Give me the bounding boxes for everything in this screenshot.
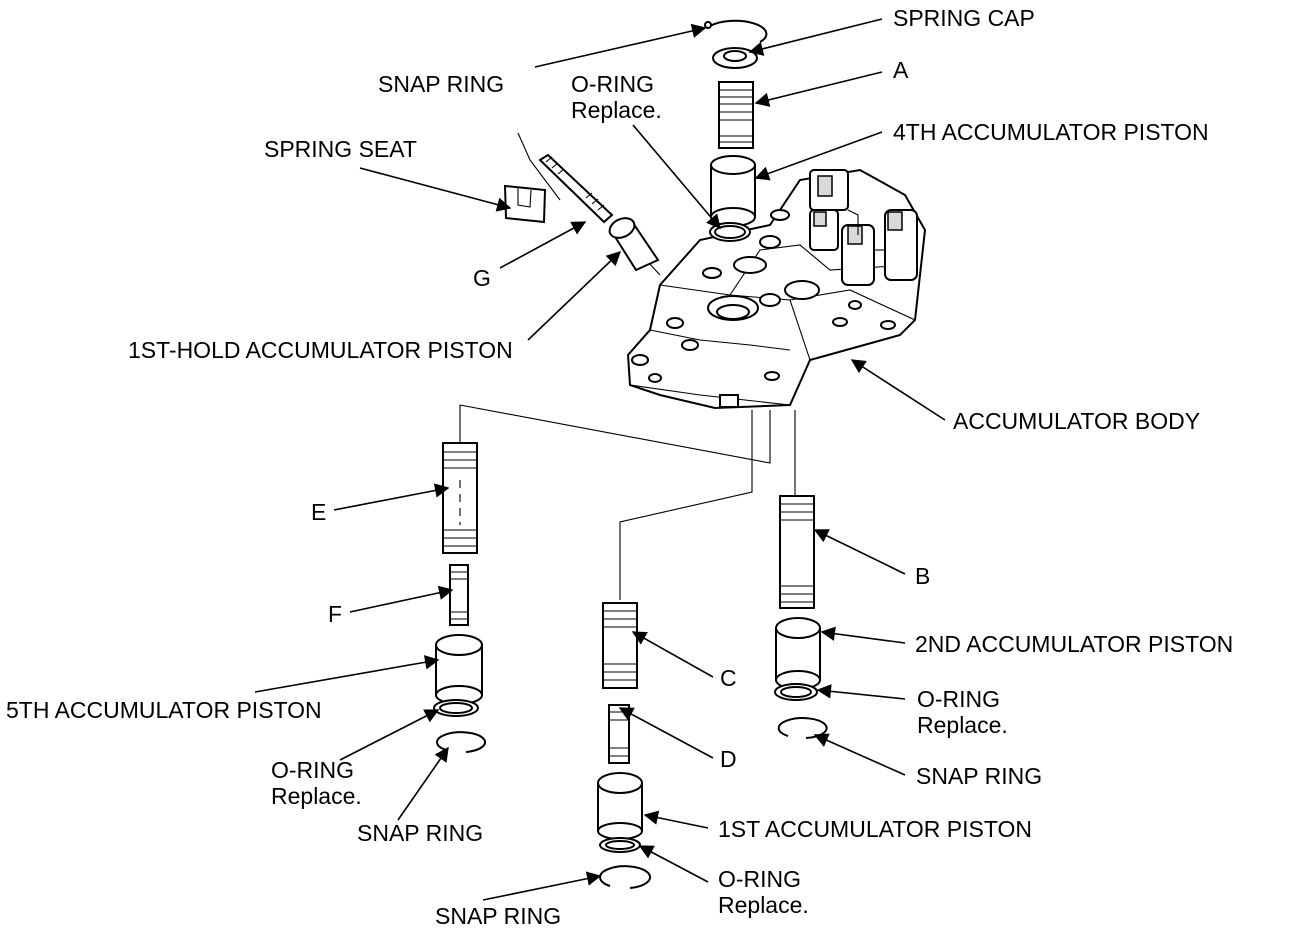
label-o-ring-right: O-RING — [917, 686, 1000, 712]
label-d: D — [720, 746, 737, 772]
label-b: B — [915, 563, 930, 589]
label-o-ring-top-replace: Replace. — [571, 97, 662, 123]
o-ring-right-part — [774, 683, 818, 701]
label-fifth-piston: 5TH ACCUMULATOR PISTON — [6, 697, 322, 723]
spring-b-part — [779, 495, 815, 609]
o-ring-top-part — [709, 222, 751, 242]
label-spring-seat: SPRING SEAT — [264, 136, 417, 162]
spring-cap-part — [712, 47, 758, 69]
snap-ring-right-part — [777, 717, 828, 739]
label-o-ring-bottom-replace: Replace. — [718, 892, 809, 918]
accumulator-body-part — [626, 168, 927, 410]
diagram-labels: SNAP RING SPRING CAP O-RING Replace. A 4… — [6, 5, 1233, 929]
spring-e-part — [442, 442, 478, 554]
label-o-ring-bottom: O-RING — [718, 866, 801, 892]
label-a: A — [893, 57, 909, 83]
snap-ring-bottom-part — [599, 865, 652, 889]
leader-lines — [254, 18, 946, 901]
fifth-piston-part — [435, 634, 483, 705]
label-o-ring-top: O-RING — [571, 71, 654, 97]
label-o-ring-left-replace: Replace. — [271, 783, 362, 809]
label-first-hold-piston: 1ST-HOLD ACCUMULATOR PISTON — [128, 337, 513, 363]
label-accumulator-body: ACCUMULATOR BODY — [953, 408, 1200, 434]
label-snap-ring-right: SNAP RING — [916, 763, 1042, 789]
spring-seat-part — [503, 184, 547, 224]
label-snap-ring-bottom: SNAP RING — [435, 903, 561, 929]
label-o-ring-left: O-RING — [271, 757, 354, 783]
o-ring-bottom-part — [599, 837, 641, 853]
spring-d-part — [608, 704, 630, 764]
label-snap-ring-top: SNAP RING — [378, 71, 504, 97]
label-spring-cap: SPRING CAP — [893, 5, 1035, 31]
spring-c-part — [602, 602, 638, 689]
o-ring-left-part — [433, 699, 479, 717]
label-second-piston: 2ND ACCUMULATOR PISTON — [915, 631, 1233, 657]
label-first-piston: 1ST ACCUMULATOR PISTON — [718, 816, 1032, 842]
first-hold-piston-part — [608, 217, 660, 272]
label-snap-ring-left: SNAP RING — [357, 820, 483, 846]
second-piston-part — [775, 617, 821, 690]
label-g: G — [473, 265, 491, 291]
spring-a-part — [718, 81, 754, 149]
fourth-piston-part — [710, 155, 756, 227]
label-f: F — [328, 601, 342, 627]
label-fourth-piston: 4TH ACCUMULATOR PISTON — [893, 119, 1209, 145]
label-o-ring-right-replace: Replace. — [917, 712, 1008, 738]
spring-g-part — [538, 153, 614, 224]
snap-ring-top-part — [704, 19, 768, 43]
first-piston-part — [597, 772, 643, 840]
snap-ring-left-part — [436, 731, 487, 753]
label-e: E — [311, 499, 326, 525]
label-c: C — [720, 665, 737, 691]
spring-f-part — [449, 564, 469, 626]
